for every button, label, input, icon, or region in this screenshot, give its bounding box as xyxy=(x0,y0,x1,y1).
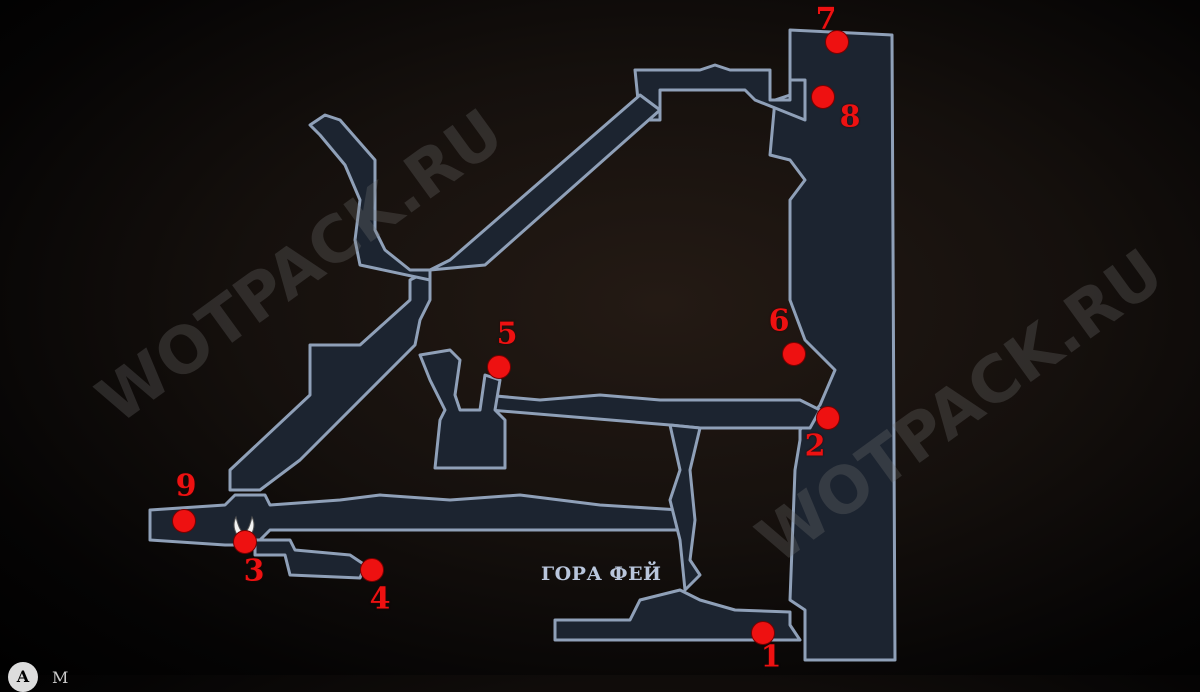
marker-number: 5 xyxy=(496,316,518,352)
marker-number: 3 xyxy=(243,553,265,589)
map-room-left-branch xyxy=(253,538,367,580)
map-marker-5[interactable] xyxy=(487,355,511,379)
map-marker-3[interactable] xyxy=(233,530,257,554)
marker-number: 7 xyxy=(815,1,837,37)
map-room-connector xyxy=(668,423,702,592)
map-layout xyxy=(148,28,897,662)
marker-number: 2 xyxy=(804,428,826,464)
map-room-tower xyxy=(308,113,432,282)
map-marker-4[interactable] xyxy=(360,558,384,582)
hint-label: M xyxy=(52,667,69,687)
marker-number: 1 xyxy=(760,639,782,675)
map-marker-7[interactable] xyxy=(825,30,849,54)
map-marker-2[interactable] xyxy=(816,406,840,430)
map-marker-6[interactable] xyxy=(782,342,806,366)
map-marker-1[interactable] xyxy=(751,621,775,645)
map-room-bottom xyxy=(553,588,802,642)
map-room-top-corridor xyxy=(633,63,807,122)
map-room-lower-corridor xyxy=(148,493,682,547)
map-room-diagonal-corridor xyxy=(228,93,662,492)
a-button-icon: A xyxy=(8,662,38,692)
marker-number: 8 xyxy=(839,99,861,135)
map-room-chamber xyxy=(418,348,507,470)
area-label: ГОРА ФЕЙ xyxy=(541,563,662,585)
button-hint[interactable]: A M xyxy=(8,662,68,692)
marker-number: 4 xyxy=(369,581,391,617)
map-marker-8[interactable] xyxy=(811,85,835,109)
marker-number: 9 xyxy=(175,468,197,504)
map-room-middle-corridor xyxy=(483,393,822,430)
marker-number: 6 xyxy=(768,303,790,339)
map-marker-9[interactable] xyxy=(172,509,196,533)
map-room-right-shaft xyxy=(768,28,897,662)
